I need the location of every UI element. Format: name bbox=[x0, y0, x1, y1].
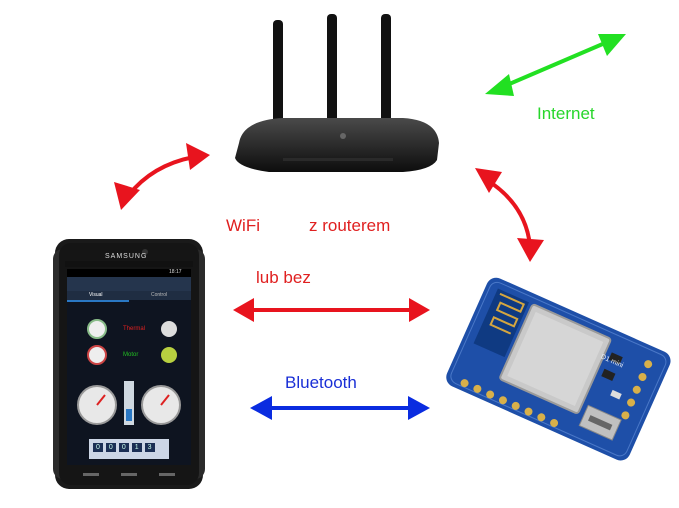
phone-brand: SAMSUNG bbox=[105, 253, 148, 260]
bluetooth-label: Bluetooth bbox=[285, 373, 357, 392]
z-routerem-label: z routerem bbox=[309, 216, 391, 235]
phone-body bbox=[53, 239, 205, 489]
internet-label: Internet bbox=[537, 104, 595, 123]
lub-bez-label: lub bez bbox=[256, 268, 311, 287]
router-module-arrow bbox=[475, 168, 544, 262]
module-board bbox=[446, 277, 671, 461]
wifi-label: WiFi bbox=[226, 216, 260, 235]
clock-digit: 0 bbox=[93, 443, 103, 452]
phone-status-time: 18:17 bbox=[169, 269, 182, 275]
motor-label: Motor bbox=[123, 352, 139, 358]
clock-digit: 0 bbox=[105, 443, 116, 452]
clock-digit: 3 bbox=[144, 443, 155, 452]
antenna-middle bbox=[327, 14, 337, 134]
thermal-label: Thermal bbox=[123, 326, 146, 332]
tab-visual[interactable]: Visual bbox=[89, 292, 103, 298]
smartphone: SAMSUNG 18:17 Visual Control Thermal Mot… bbox=[53, 239, 205, 489]
antenna-left bbox=[273, 20, 283, 138]
router-phone-arrow bbox=[114, 143, 210, 210]
esp-module: D1 mini bbox=[440, 270, 676, 470]
wifi-direct-arrow bbox=[233, 298, 430, 322]
bluetooth-arrow bbox=[250, 396, 430, 420]
clock-digit: 1 bbox=[131, 443, 142, 452]
tab-control[interactable]: Control bbox=[151, 292, 168, 298]
antenna-right bbox=[381, 14, 391, 132]
router-image bbox=[235, 14, 439, 172]
clock-display: 0 0 0 1 3 bbox=[93, 443, 155, 452]
internet-arrow bbox=[485, 34, 626, 96]
clock-digit: 0 bbox=[118, 443, 129, 452]
